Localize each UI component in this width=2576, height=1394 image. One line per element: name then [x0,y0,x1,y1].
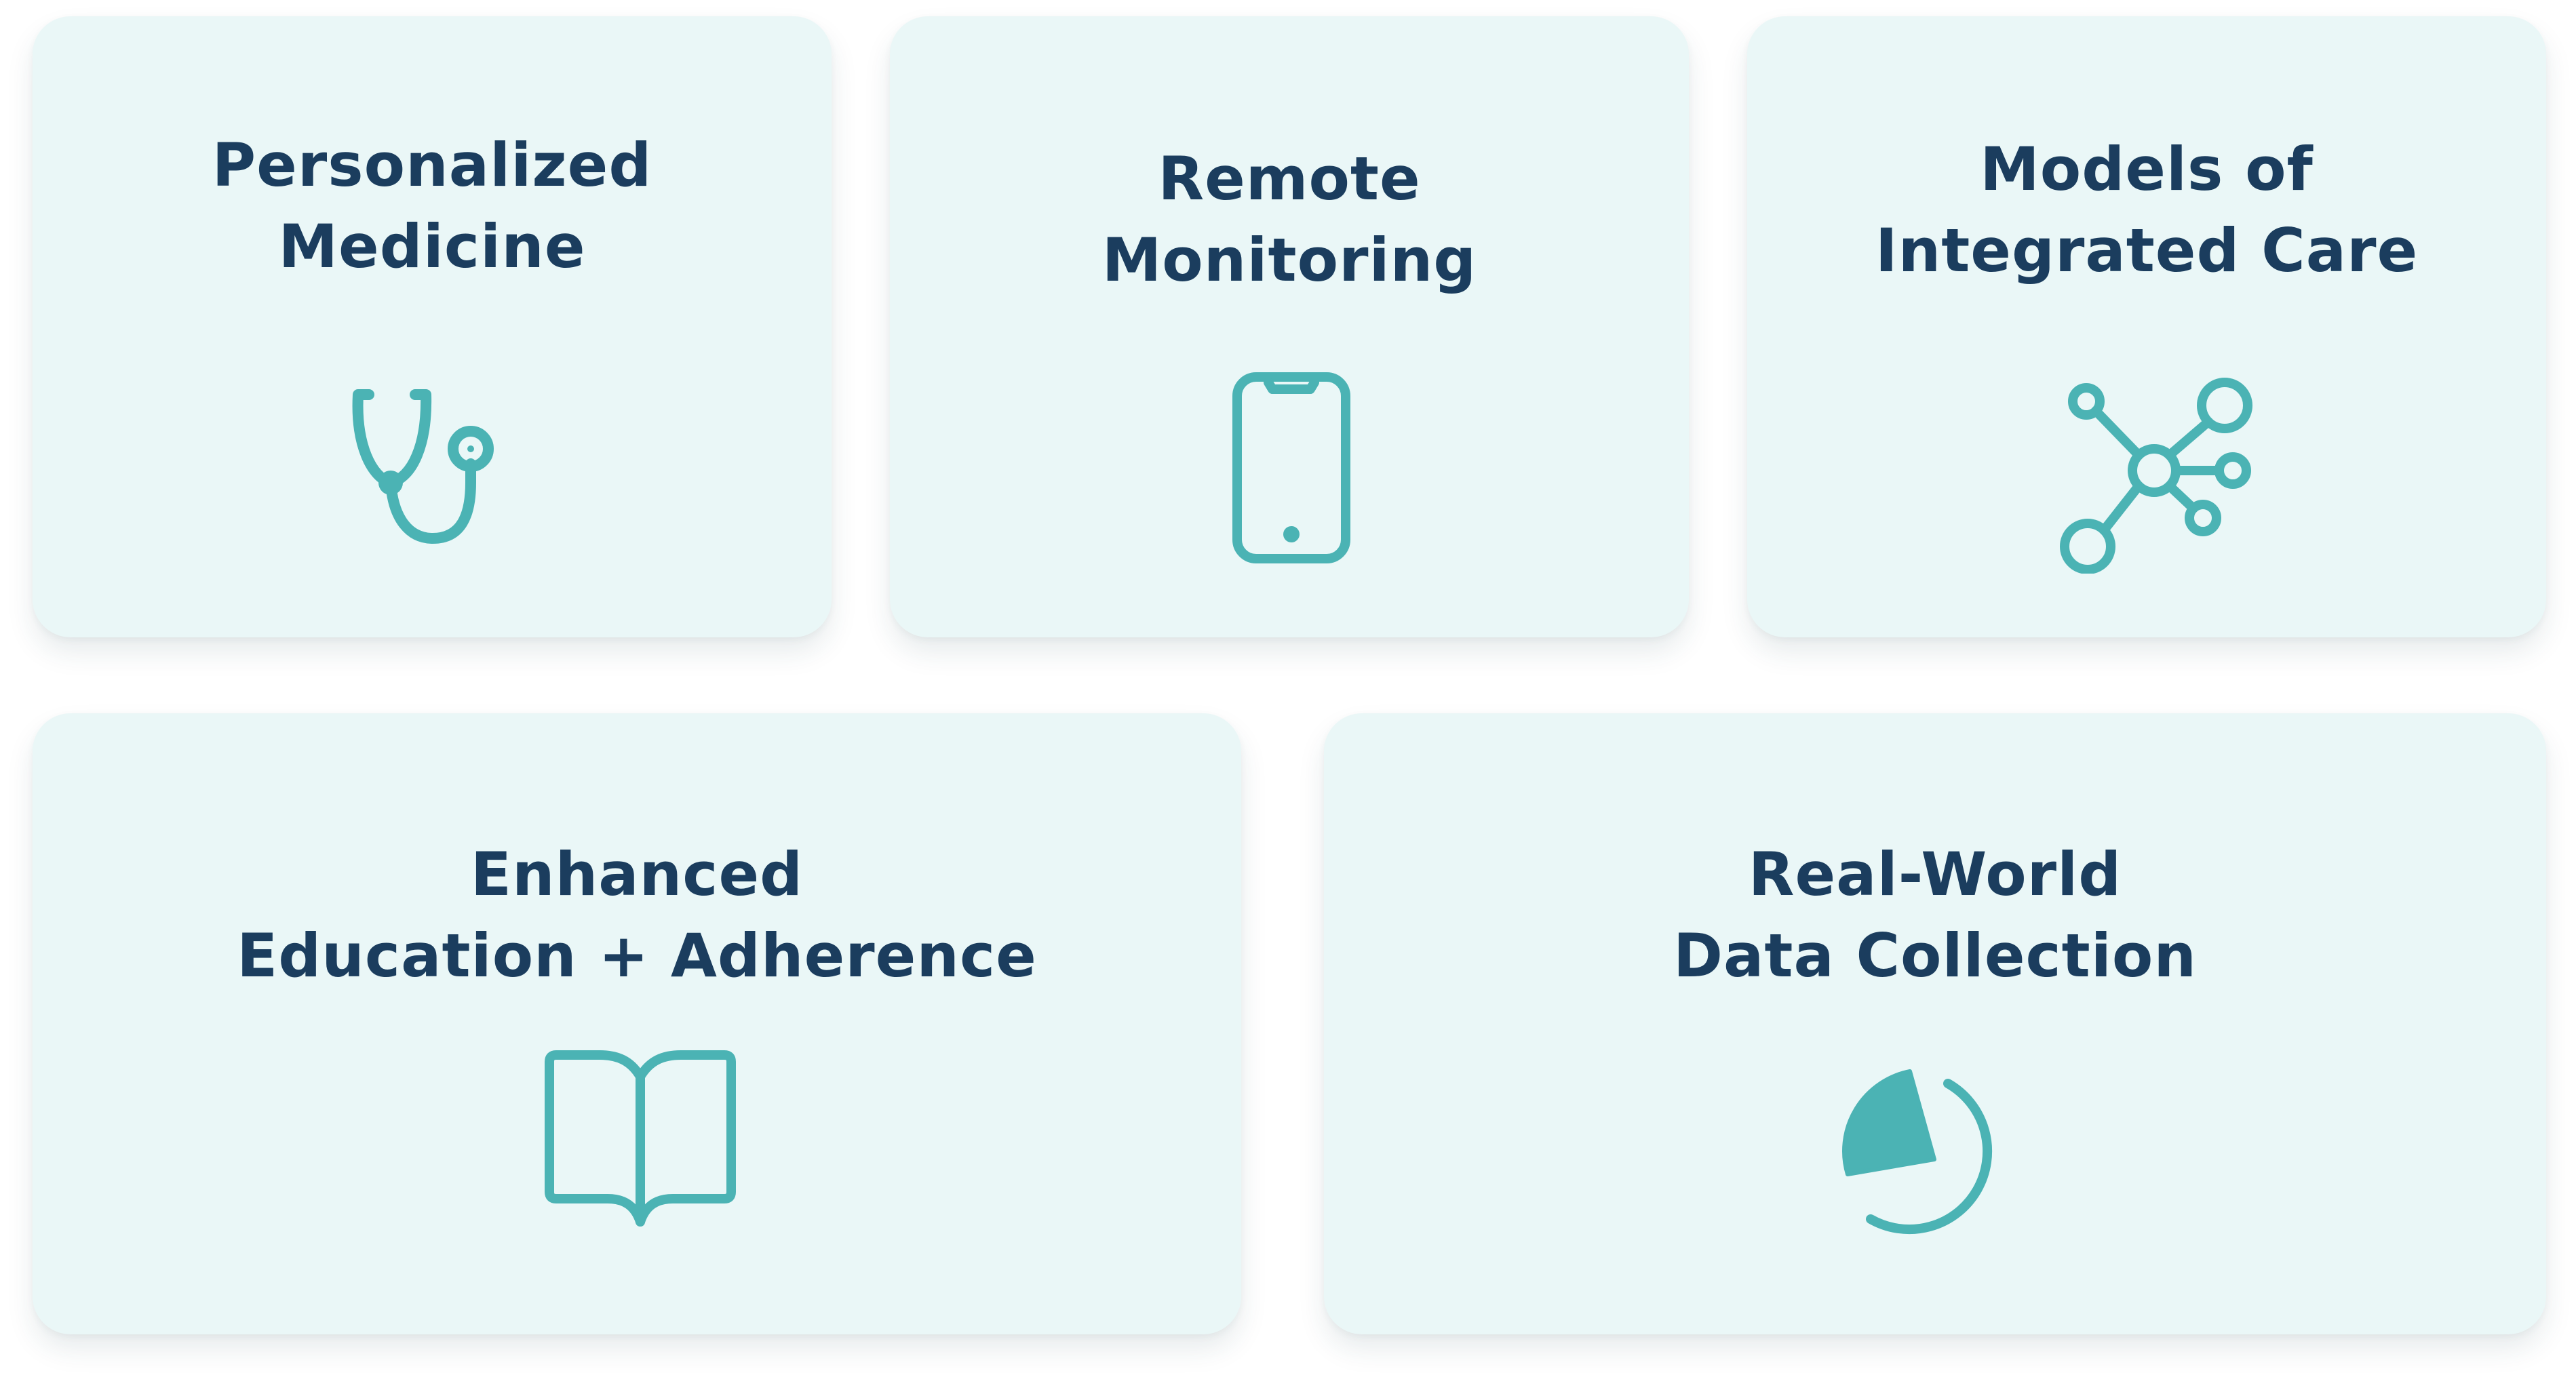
card-personalized-medicine: Personalized Medicine [33,16,832,637]
card-title-line-2: Monitoring [1101,225,1477,295]
stethoscope-icon [328,363,545,580]
card-title: Personalized Medicine [33,125,832,287]
card-title: Enhanced Education + Adherence [33,834,1241,997]
card-title-line-1: Personalized [212,130,652,200]
card-real-world-data-collection: Real-World Data Collection [1324,713,2546,1334]
card-title: Remote Monitoring [890,138,1689,301]
card-title: Models of Integrated Care [1747,129,2546,292]
card-title: Real-World Data Collection [1324,834,2546,997]
network-hub-icon [2046,357,2263,574]
card-title-line-2: Education + Adherence [237,921,1037,991]
card-enhanced-education-adherence: Enhanced Education + Adherence [33,713,1241,1334]
card-title-line-2: Data Collection [1673,921,2198,991]
card-remote-monitoring: Remote Monitoring [890,16,1689,637]
pie-chart-icon [1815,1040,2032,1257]
card-title-line-2: Integrated Care [1875,216,2419,285]
card-title-line-1: Enhanced [470,839,804,909]
card-title-line-1: Remote [1158,144,1421,214]
card-title-line-1: Real-World [1748,839,2122,909]
card-title-line-1: Models of [1980,134,2314,204]
card-models-of-integrated-care: Models of Integrated Care [1747,16,2546,637]
card-title-line-2: Medicine [278,212,586,281]
open-book-icon [532,1025,749,1242]
smartphone-icon [1183,359,1400,576]
